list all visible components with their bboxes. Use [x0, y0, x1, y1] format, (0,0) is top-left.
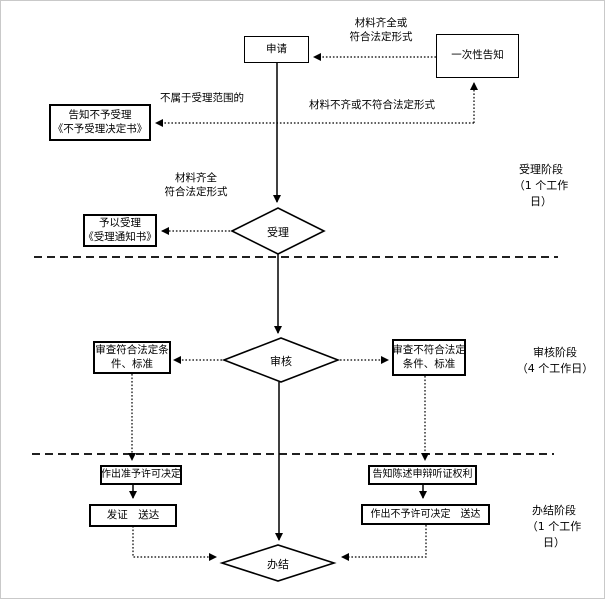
review-fail-box: 审查不符合法定 条件、标准: [392, 339, 466, 376]
materials-complete-or-line2: 符合法定形式: [349, 30, 413, 43]
accept-diamond-label: 受理: [267, 226, 289, 239]
stage-completion-line2: （1 个工作: [526, 519, 582, 533]
grant-decision-label: 作出准予许可决定: [101, 469, 181, 481]
edge-label-materials-complete: 材料齐全 符合法定形式: [155, 172, 237, 199]
edge-label-materials-complete-or: 材料齐全或 符合法定形式: [334, 17, 428, 44]
complete-diamond-shape: [219, 544, 337, 582]
edge-label-materials-incomplete: 材料不齐或不符合法定形式: [309, 99, 435, 111]
review-diamond-shape: [221, 337, 341, 383]
stage-acceptance-line2: （1 个工作: [513, 178, 569, 192]
issue-deliver-label: 发证 送达: [106, 508, 160, 521]
one-time-notice-label: 一次性告知: [451, 49, 504, 62]
review-fail-line1: 审查不符合法定: [392, 343, 466, 356]
accept-notice-line1: 予以受理: [99, 216, 141, 229]
review-pass-box: 审查符合法定条 件、标准: [93, 341, 171, 374]
accept-notice-box: 予以受理 《受理通知书》: [83, 214, 157, 247]
stage-acceptance-line3: 日）: [530, 194, 552, 208]
reject-notice-line1: 告知不予受理: [68, 108, 132, 121]
reject-notice-box: 告知不予受理 《不予受理决定书》: [49, 104, 151, 141]
stage-completion-line1: 办结阶段: [532, 504, 576, 517]
materials-complete-or-line1: 材料齐全或: [354, 17, 408, 29]
stage-review-line2: （4 个工作日）: [516, 361, 594, 375]
solid-connectors: [129, 63, 427, 541]
review-diamond-label: 审核: [270, 355, 292, 368]
apply-box: 申请: [244, 36, 309, 63]
accept-notice-line2: 《受理通知书》: [83, 230, 157, 243]
stage-label-review: 审核阶段 （4 个工作日）: [509, 345, 601, 377]
grant-decision-box: 作出准予许可决定: [100, 465, 182, 485]
stage-completion-line3: 日）: [543, 535, 565, 549]
stage-label-completion: 办结阶段 （1 个工作 日）: [514, 503, 594, 551]
review-fail-line2: 条件、标准: [402, 357, 456, 370]
issue-deliver-box: 发证 送达: [89, 504, 177, 527]
hearing-rights-label: 告知陈述申辩听证权利: [372, 469, 473, 481]
decision-diamonds: [219, 207, 341, 582]
apply-box-label: 申请: [266, 42, 287, 55]
stage-acceptance-line1: 受理阶段: [519, 163, 563, 176]
dotted-connectors: [128, 53, 478, 561]
one-time-notice-box: 一次性告知: [436, 34, 519, 78]
stage-separators: [32, 256, 558, 455]
stage-review-line1: 审核阶段: [533, 346, 577, 359]
materials-complete-line2: 符合法定形式: [164, 185, 228, 198]
deny-decision-box: 作出不予许可决定 送达: [361, 504, 490, 525]
edge-label-out-of-scope: 不属于受理范围的: [160, 92, 244, 104]
review-pass-line2: 件、标准: [111, 357, 153, 370]
deny-decision-label: 作出不予许可决定 送达: [370, 508, 481, 520]
review-pass-line1: 审查符合法定条: [95, 343, 169, 356]
accept-diamond-shape: [230, 207, 326, 255]
complete-diamond-label: 办结: [267, 558, 289, 571]
reject-notice-line2: 《不予受理决定书》: [52, 122, 148, 135]
materials-complete-line1: 材料齐全: [175, 172, 217, 184]
stage-label-acceptance: 受理阶段 （1 个工作 日）: [502, 162, 580, 210]
hearing-rights-box: 告知陈述申辩听证权利: [368, 465, 477, 485]
